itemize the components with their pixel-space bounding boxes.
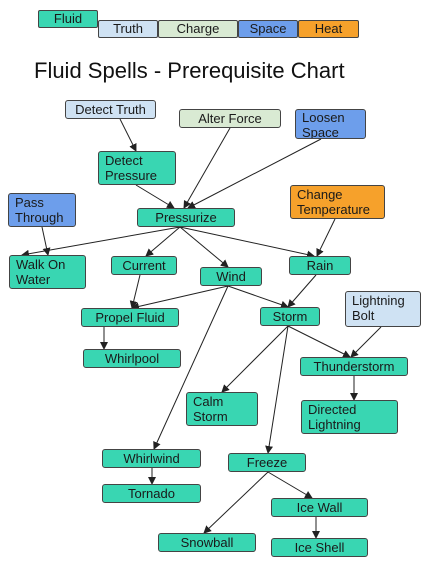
- edge-rain-to-storm: [287, 274, 317, 308]
- edge-pressurize-to-rain: [179, 226, 315, 259]
- legend-heat: Heat: [298, 20, 359, 38]
- legend-charge: Charge: [158, 20, 238, 38]
- edge-wind-to-whirlwind: [153, 285, 229, 450]
- edge-wind-to-storm: [227, 285, 289, 309]
- node-pass-through: Pass Through: [8, 193, 76, 227]
- node-snowball: Snowball: [158, 533, 256, 552]
- node-walk-on-water: Walk On Water: [9, 255, 86, 289]
- edge-wind-to-propel-fluid: [131, 285, 229, 311]
- node-ice-wall: Ice Wall: [271, 498, 368, 517]
- edge-storm-to-freeze: [265, 325, 289, 454]
- node-whirlpool: Whirlpool: [83, 349, 181, 368]
- node-detect-pressure: Detect Pressure: [98, 151, 176, 185]
- edge-change-temperature-to-rain: [316, 218, 336, 257]
- node-storm: Storm: [260, 307, 320, 326]
- node-current: Current: [111, 256, 177, 275]
- edge-detect-pressure-to-pressurize: [135, 184, 175, 209]
- node-detect-truth: Detect Truth: [65, 100, 156, 119]
- node-wind: Wind: [200, 267, 262, 286]
- edge-current-to-propel-fluid: [129, 274, 141, 309]
- node-thunderstorm: Thunderstorm: [300, 357, 408, 376]
- edge-pressurize-to-wind: [179, 226, 229, 268]
- edge-detect-truth-to-detect-pressure: [119, 118, 137, 152]
- node-pressurize: Pressurize: [137, 208, 235, 227]
- edge-loosen-space-to-pressurize: [187, 138, 322, 209]
- legend-fluid: Fluid: [38, 10, 98, 28]
- edge-freeze-to-ice-wall: [267, 471, 313, 499]
- node-freeze: Freeze: [228, 453, 306, 472]
- edge-freeze-to-snowball: [203, 471, 269, 534]
- node-calm-storm: Calm Storm: [186, 392, 258, 426]
- node-whirlwind: Whirlwind: [102, 449, 201, 468]
- edge-lightning-bolt-to-thunderstorm: [350, 326, 382, 358]
- node-loosen-space: Loosen Space: [295, 109, 366, 139]
- node-propel-fluid: Propel Fluid: [81, 308, 179, 327]
- edge-pressurize-to-current: [145, 226, 181, 257]
- edge-storm-to-calm-storm: [221, 325, 289, 393]
- node-rain: Rain: [289, 256, 351, 275]
- node-ice-shell: Ice Shell: [271, 538, 368, 557]
- node-change-temperature: Change Temperature: [290, 185, 385, 219]
- node-alter-force: Alter Force: [179, 109, 281, 128]
- edge-pressurize-to-walk-on-water: [21, 226, 181, 258]
- edge-alter-force-to-pressurize: [183, 127, 231, 209]
- node-lightning-bolt: Lightning Bolt: [345, 291, 421, 327]
- node-directed-lightning: Directed Lightning: [301, 400, 398, 434]
- node-tornado: Tornado: [102, 484, 201, 503]
- edge-storm-to-thunderstorm: [287, 325, 351, 358]
- legend-truth: Truth: [98, 20, 158, 38]
- page-title: Fluid Spells - Prerequisite Chart: [34, 58, 345, 83]
- legend-space: Space: [238, 20, 298, 38]
